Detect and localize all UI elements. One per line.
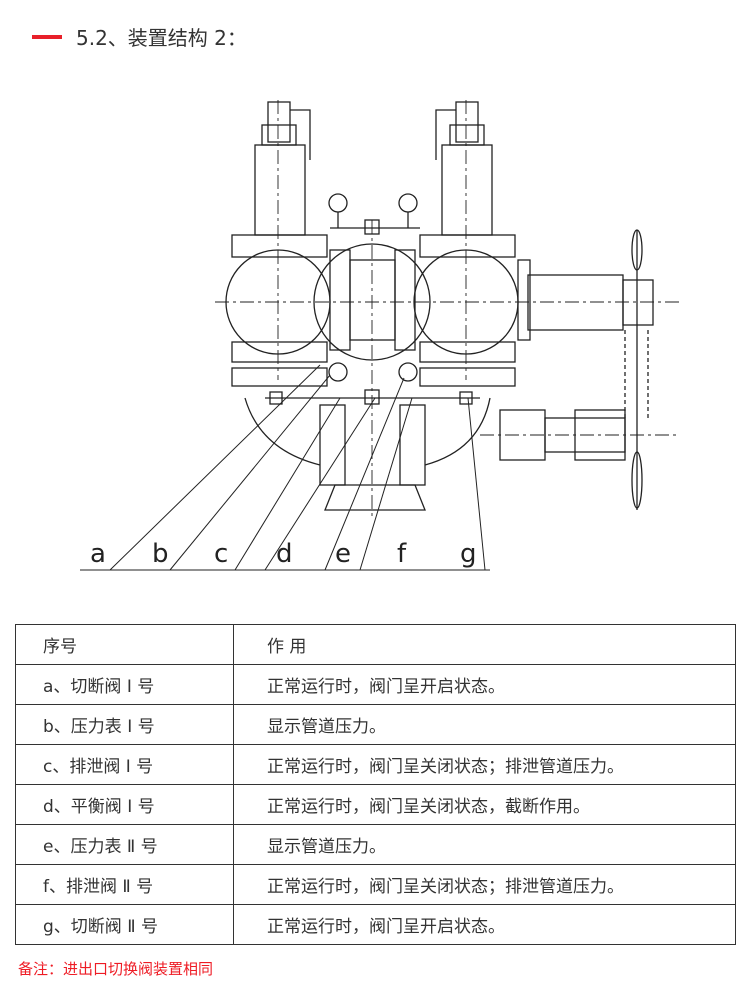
label-a: a [90,539,106,569]
table-row: c、排泄阀 Ⅰ 号正常运行时，阀门呈关闭状态；排泄管道压力。 [15,744,736,785]
table-row: g、切断阀 Ⅱ 号正常运行时，阀门呈开启状态。 [15,904,736,945]
row-item: g、切断阀 Ⅱ 号 [15,904,234,945]
row-function: 正常运行时，阀门呈关闭状态；排泄管道压力。 [233,864,736,905]
footnote: 备注：进出口切换阀装置相同 [18,960,214,978]
row-item: d、平衡阀 Ⅰ 号 [15,784,234,825]
table-row: d、平衡阀 Ⅰ 号正常运行时，阀门呈关闭状态，截断作用。 [15,784,736,825]
label-b: b [152,539,169,569]
row-function: 正常运行时，阀门呈关闭状态，截断作用。 [233,784,736,825]
label-d: d [276,539,293,569]
row-item: c、排泄阀 Ⅰ 号 [15,744,234,785]
component-table: 序号 作 用 a、切断阀 Ⅰ 号正常运行时，阀门呈开启状态。 b、压力表 Ⅰ 号… [15,624,736,945]
table-row: a、切断阀 Ⅰ 号正常运行时，阀门呈开启状态。 [15,664,736,705]
label-g: g [460,539,477,569]
row-item: b、压力表 Ⅰ 号 [15,704,234,745]
table-row: e、压力表 Ⅱ 号显示管道压力。 [15,824,736,865]
label-c: c [214,539,228,569]
row-item: e、压力表 Ⅱ 号 [15,824,234,865]
row-item: f、排泄阀 Ⅱ 号 [15,864,234,905]
row-function: 显示管道压力。 [233,704,736,745]
row-function: 显示管道压力。 [233,824,736,865]
table-header-row: 序号 作 用 [15,624,736,665]
row-function: 正常运行时，阀门呈开启状态。 [233,664,736,705]
table-row: f、排泄阀 Ⅱ 号正常运行时，阀门呈关闭状态；排泄管道压力。 [15,864,736,905]
header-function: 作 用 [233,624,736,665]
valve-structure-diagram: a b c d e f g [80,100,680,571]
label-f: f [397,539,407,569]
label-e: e [335,539,351,569]
section-header: 5.2、装置结构 2： [32,22,247,51]
row-function: 正常运行时，阀门呈关闭状态；排泄管道压力。 [233,744,736,785]
row-item: a、切断阀 Ⅰ 号 [15,664,234,705]
section-title: 5.2、装置结构 2： [76,26,247,50]
accent-bar [32,34,62,39]
header-number: 序号 [15,624,234,665]
row-function: 正常运行时，阀门呈开启状态。 [233,904,736,945]
table-row: b、压力表 Ⅰ 号显示管道压力。 [15,704,736,745]
